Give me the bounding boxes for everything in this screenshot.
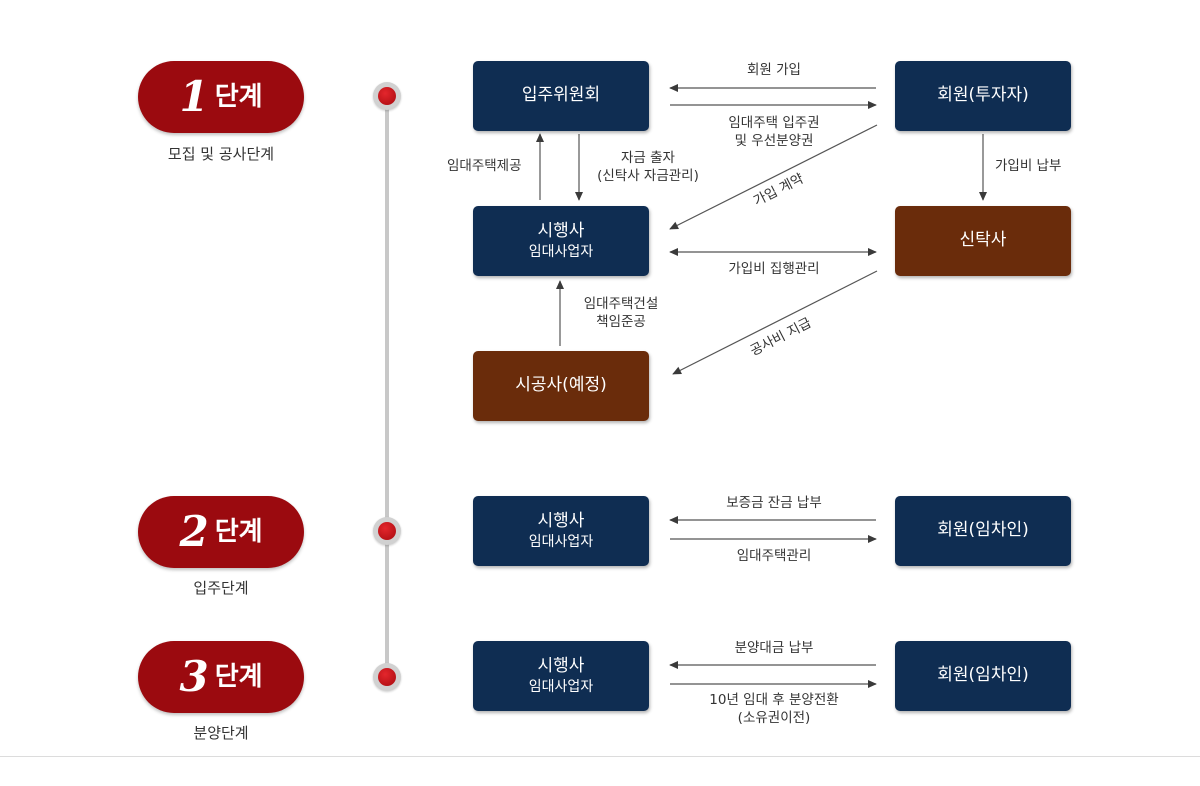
stage-3-label: 단계 (214, 662, 263, 692)
stage-1-number: 1 (179, 72, 209, 121)
member-tenant-box-stage3: 회원(임차인) (895, 641, 1071, 711)
stage-3-subtitle: 분양단계 (193, 724, 249, 742)
label-build-line1: 임대주택건설 (583, 296, 659, 312)
developer-title: 시행사 (537, 221, 585, 242)
developer-subtitle: 임대사업자 (528, 243, 594, 260)
label-sale-payment: 분양대금 납부 (734, 640, 814, 656)
member-tenant-title: 회원(임차인) (937, 520, 1029, 541)
stage-1-dot (373, 82, 401, 110)
stage-1-label: 단계 (214, 82, 263, 112)
label-provide-housing: 임대주택제공 (447, 158, 522, 174)
label-invest-line2: (신탁사 자금관리) (597, 167, 699, 184)
arrow-join-contract (669, 124, 878, 230)
label-fee-management: 가입비 집행관리 (728, 261, 820, 277)
trust-box: 신탁사 (895, 206, 1071, 276)
developer-box-stage2: 시행사 임대사업자 (473, 496, 649, 566)
label-build-line2: 책임준공 (596, 313, 646, 330)
developer-box-stage3: 시행사 임대사업자 (473, 641, 649, 711)
developer-subtitle: 임대사업자 (528, 533, 594, 550)
label-conversion: 10년 임대 후 분양전환 (소유권이전) (689, 692, 859, 727)
label-join: 회원 가입 (747, 62, 801, 78)
stage-3-badge: 3 단계 (138, 641, 304, 713)
developer-title: 시행사 (537, 511, 585, 532)
label-rights-line1: 임대주택 입주권 (728, 115, 820, 131)
label-housing-management: 임대주택관리 (736, 548, 812, 564)
label-build: 임대주택건설 책임준공 (566, 296, 676, 331)
committee-box: 입주위원회 (473, 61, 649, 131)
contractor-title: 시공사(예정) (515, 375, 607, 396)
committee-title: 입주위원회 (521, 85, 601, 106)
stage-1-subtitle: 모집 및 공사단계 (167, 145, 275, 163)
label-deposit-balance: 보증금 잔금 납부 (726, 495, 822, 511)
bottom-divider (0, 756, 1200, 757)
label-pay-fee: 가입비 납부 (995, 158, 1062, 174)
label-conversion-line2: (소유권이전) (737, 709, 811, 726)
label-invest: 자금 출자 (신탁사 자금관리) (588, 150, 708, 185)
timeline-line (385, 96, 389, 678)
stage-3-dot (373, 663, 401, 691)
stage-2-label: 단계 (214, 517, 263, 547)
developer-title: 시행사 (537, 656, 585, 677)
developer-box-stage1: 시행사 임대사업자 (473, 206, 649, 276)
member-investor-title: 회원(투자자) (937, 85, 1029, 106)
stage-2-number: 2 (179, 507, 209, 556)
member-tenant-box-stage2: 회원(임차인) (895, 496, 1071, 566)
label-rights: 임대주택 입주권 및 우선분양권 (704, 115, 844, 150)
label-conversion-line1: 10년 임대 후 분양전환 (709, 692, 839, 708)
stage-2-subtitle: 입주단계 (193, 579, 249, 597)
stage-3-number: 3 (179, 652, 209, 701)
label-invest-line1: 자금 출자 (621, 150, 675, 166)
member-tenant-title: 회원(임차인) (937, 665, 1029, 686)
stage-1-badge: 1 단계 (138, 61, 304, 133)
contractor-box: 시공사(예정) (473, 351, 649, 421)
developer-subtitle: 임대사업자 (528, 678, 594, 695)
stage-2-badge: 2 단계 (138, 496, 304, 568)
member-investor-box: 회원(투자자) (895, 61, 1071, 131)
arrow-construction-payment (672, 270, 878, 375)
trust-title: 신탁사 (959, 230, 1007, 251)
stage-2-dot (373, 517, 401, 545)
label-rights-line2: 및 우선분양권 (734, 132, 814, 149)
